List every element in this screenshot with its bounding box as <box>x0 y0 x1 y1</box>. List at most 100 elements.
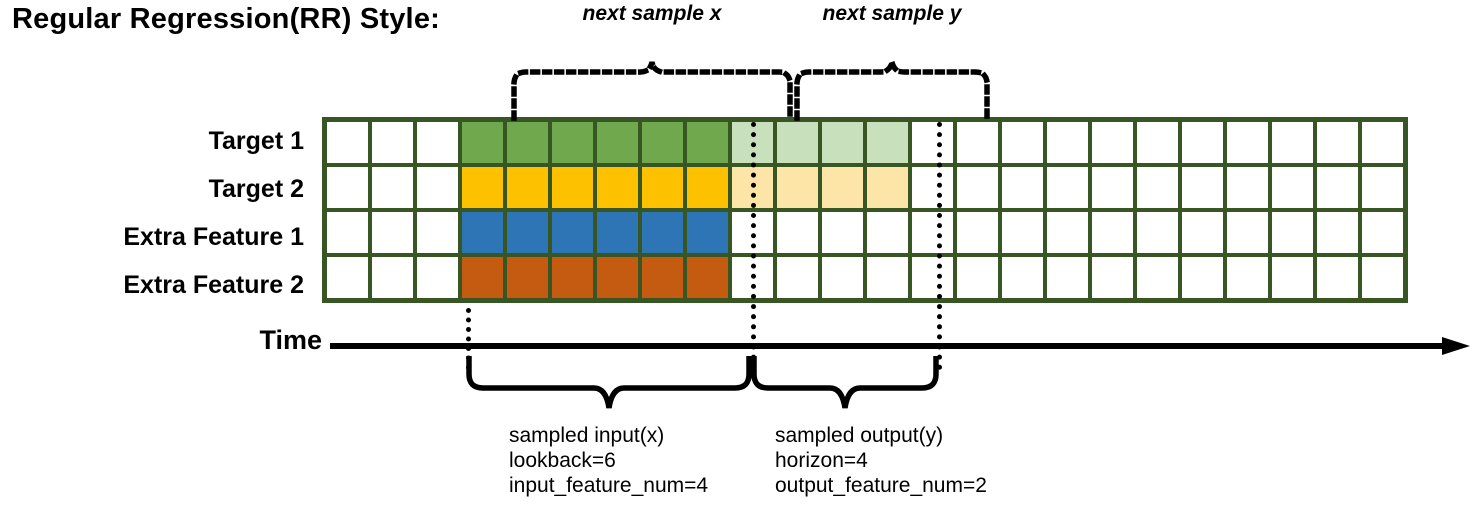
grid-cell <box>777 212 818 253</box>
grid-cell <box>777 257 818 298</box>
grid-cell <box>912 212 953 253</box>
guide-line-input-end <box>751 122 756 370</box>
grid-cell <box>1272 257 1313 298</box>
label-sampled-output: sampled output(y) horizon=4 output_featu… <box>775 423 987 498</box>
grid-cell <box>912 167 953 208</box>
sampled-output-line-1: sampled output(y) <box>775 424 944 447</box>
grid-cell <box>867 257 908 298</box>
grid-cell <box>417 257 458 298</box>
grid-cell <box>1182 257 1223 298</box>
grid-cell <box>957 122 998 163</box>
grid-cell <box>687 257 728 298</box>
grid-cell <box>1137 257 1178 298</box>
grid-cell <box>327 122 368 163</box>
grid-cell <box>507 167 548 208</box>
grid-cell <box>822 167 863 208</box>
grid-cell <box>417 212 458 253</box>
grid-cell <box>1047 122 1088 163</box>
sampled-input-line-1: sampled input(x) <box>509 424 665 447</box>
grid-cell <box>327 167 368 208</box>
grid-cell <box>597 257 638 298</box>
grid-cell <box>912 257 953 298</box>
timeseries-grid <box>322 117 1408 303</box>
brace-sampled-input <box>466 356 752 412</box>
row-label-column: Target 1 Target 2 Extra Feature 1 Extra … <box>0 117 318 309</box>
grid-cell <box>1272 122 1313 163</box>
grid-cell <box>417 122 458 163</box>
sampled-output-line-3: output_feature_num=2 <box>775 474 987 497</box>
grid-cell <box>1137 122 1178 163</box>
grid-cell <box>597 167 638 208</box>
grid-cell <box>1047 212 1088 253</box>
grid-cell <box>462 122 503 163</box>
caption-next-sample-x: next sample x <box>582 2 722 25</box>
grid-cell <box>552 257 593 298</box>
grid-cell <box>822 257 863 298</box>
grid-row-target-1 <box>327 122 1403 163</box>
grid-cell <box>1182 122 1223 163</box>
grid-cell <box>552 212 593 253</box>
grid-cell <box>372 257 413 298</box>
grid-cell <box>1362 257 1403 298</box>
grid-cell <box>1002 257 1043 298</box>
grid-cell <box>327 257 368 298</box>
grid-cell <box>507 257 548 298</box>
brace-next-sample-x <box>511 60 793 121</box>
grid-cell <box>957 257 998 298</box>
grid-row-target-2 <box>327 167 1403 208</box>
grid-row-extra-feature-2 <box>327 257 1403 298</box>
grid-cell <box>1362 212 1403 253</box>
grid-cell <box>1182 167 1223 208</box>
sampled-input-line-2: lookback=6 <box>509 449 616 472</box>
grid-cell <box>912 122 953 163</box>
grid-cell <box>1002 212 1043 253</box>
row-label-extra-feature-1: Extra Feature 1 <box>123 223 304 251</box>
grid-cell <box>867 212 908 253</box>
grid-cell <box>372 122 413 163</box>
grid-cell <box>552 167 593 208</box>
grid-cell <box>507 212 548 253</box>
grid-cell <box>1092 257 1133 298</box>
grid-cell <box>642 167 683 208</box>
grid-cell <box>1227 167 1268 208</box>
grid-cell <box>1317 122 1358 163</box>
guide-line-input-start <box>466 308 471 370</box>
grid-cell <box>462 257 503 298</box>
grid-cell <box>957 212 998 253</box>
brace-sampled-output <box>751 356 939 412</box>
grid-cell <box>867 122 908 163</box>
grid-cell <box>507 122 548 163</box>
guide-line-output-end <box>937 122 942 370</box>
grid-cell <box>372 212 413 253</box>
grid-cell <box>1272 167 1313 208</box>
grid-cell <box>1317 167 1358 208</box>
row-label-extra-feature-2: Extra Feature 2 <box>123 271 304 299</box>
grid-cell <box>777 122 818 163</box>
grid-cell <box>1227 212 1268 253</box>
grid-cell <box>867 167 908 208</box>
grid-cell <box>822 122 863 163</box>
grid-cell <box>777 167 818 208</box>
grid-cell <box>687 122 728 163</box>
label-sampled-input: sampled input(x) lookback=6 input_featur… <box>509 423 708 498</box>
grid-cell <box>597 212 638 253</box>
grid-cell <box>1137 167 1178 208</box>
grid-cell <box>597 122 638 163</box>
brace-next-sample-y <box>794 60 990 121</box>
grid-cell <box>687 167 728 208</box>
grid-cell <box>1227 257 1268 298</box>
page-title: Regular Regression(RR) Style: <box>12 3 440 35</box>
grid-row-extra-feature-1 <box>327 212 1403 253</box>
grid-cell <box>327 212 368 253</box>
grid-cell <box>1092 212 1133 253</box>
grid-cell <box>462 167 503 208</box>
grid-cell <box>642 257 683 298</box>
time-axis-label: Time <box>259 325 322 355</box>
grid-cell <box>1002 167 1043 208</box>
sampled-input-line-3: input_feature_num=4 <box>509 474 709 497</box>
caption-next-sample-y: next sample y <box>822 2 962 25</box>
grid-cell <box>1047 257 1088 298</box>
grid-cell <box>417 167 458 208</box>
grid-cell <box>1227 122 1268 163</box>
sampled-output-line-2: horizon=4 <box>775 449 868 472</box>
